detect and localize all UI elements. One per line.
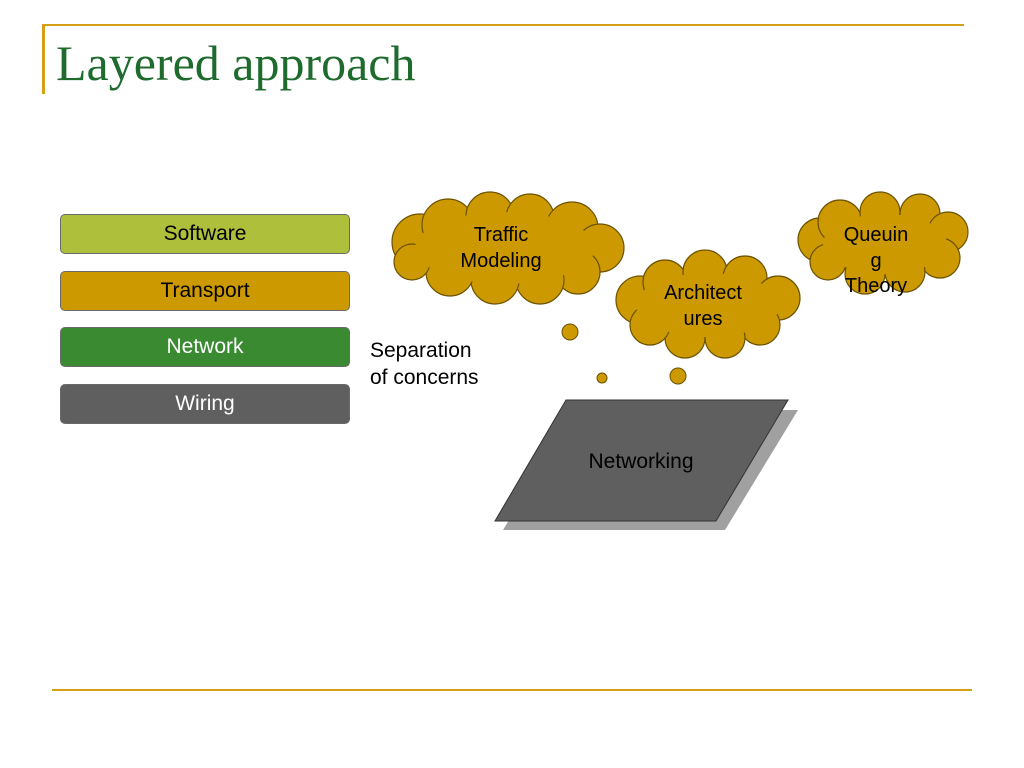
cloud-label-line: Theory (844, 275, 908, 298)
cloud-label-line: Architect (664, 282, 742, 304)
thought-bubble-small-3 (669, 367, 687, 385)
thought-bubble-small-1 (561, 323, 579, 341)
caption-line-2: of concerns (370, 366, 479, 390)
separation-caption: Separation of concerns (370, 337, 479, 392)
layer-transport: Transport (60, 271, 350, 311)
networking-platform (494, 399, 789, 522)
top-rule (42, 24, 964, 26)
networking-label: Networking (588, 450, 694, 473)
cloud-label-line: Traffic (473, 224, 529, 246)
cloud-label-line: Queuin (843, 224, 909, 246)
page-title: Layered approach (56, 35, 416, 91)
cloud-label-queuing-theory: Queuin g Theory (826, 223, 926, 300)
cloud-label-line: ures (683, 307, 723, 330)
cloud-label-traffic-modeling: Traffic Modeling (436, 223, 566, 274)
cloud-label-line: Modeling (460, 249, 542, 272)
cloud-label-architectures: Architect ures (643, 281, 763, 332)
thought-bubble-small-2 (596, 372, 608, 384)
layer-wiring: Wiring (60, 384, 350, 424)
cloud-traffic-modeling (391, 191, 625, 305)
caption-line-1: Separation (370, 339, 472, 362)
cloud-queuing-theory (797, 191, 969, 295)
cloud-architectures (615, 249, 801, 359)
layer-software: Software (60, 214, 350, 254)
layer-network: Network (60, 327, 350, 367)
title-accent-bar (42, 24, 45, 94)
cloud-label-line: g (870, 249, 882, 272)
bottom-rule (52, 689, 972, 691)
